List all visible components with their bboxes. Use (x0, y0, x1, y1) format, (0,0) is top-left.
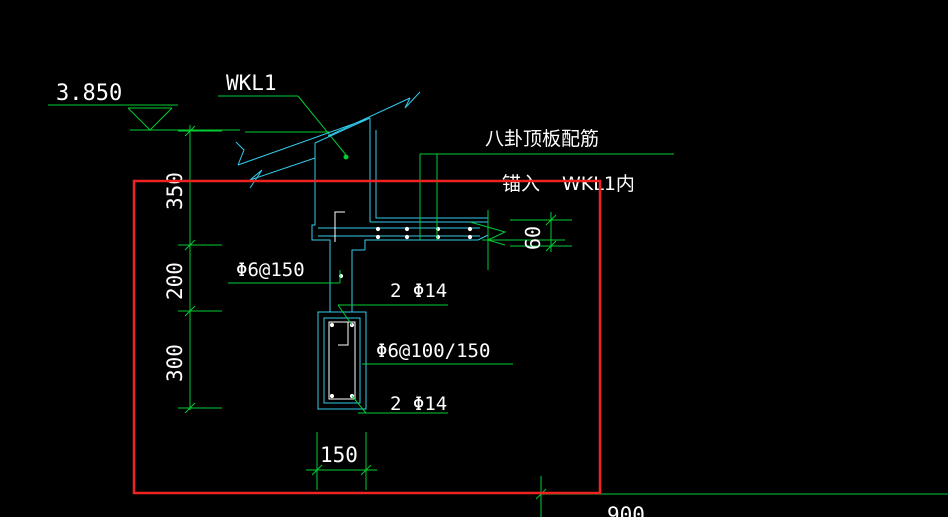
elevation-label: 3.850 (56, 81, 122, 106)
slab-dimension (510, 212, 572, 252)
dimension-width: 150 (320, 443, 358, 467)
dimension-h1: 350 (163, 172, 187, 210)
elevation-marker (48, 104, 240, 131)
stirrup-upper-label: Φ6@150 (236, 259, 305, 281)
anchor-prefix-label: 锚入 (502, 173, 540, 195)
slab-breakline (419, 153, 674, 270)
vertical-dimension-chain (178, 125, 222, 414)
beam-leader (218, 95, 349, 160)
dimension-h2: 200 (163, 262, 187, 300)
concrete-outline (235, 91, 489, 410)
span-dimension (535, 476, 948, 517)
roof-slab-label: 八卦顶板配筋 (485, 128, 599, 150)
callout-leaders (228, 270, 513, 414)
dimension-slab: 60 (521, 226, 545, 250)
dimension-span: 900 (607, 503, 645, 517)
stirrup-lower-label: Φ6@100/150 (376, 340, 490, 362)
selection-rectangle[interactable] (132, 179, 602, 495)
width-dimension (306, 432, 377, 490)
bars-lower-label: 2 Φ14 (390, 393, 447, 415)
dimension-h3: 300 (163, 344, 187, 382)
beam-label: WKL1 (226, 71, 277, 95)
bars-upper-label: 2 Φ14 (390, 280, 447, 302)
anchor-suffix-label: WKL1内 (562, 173, 635, 195)
